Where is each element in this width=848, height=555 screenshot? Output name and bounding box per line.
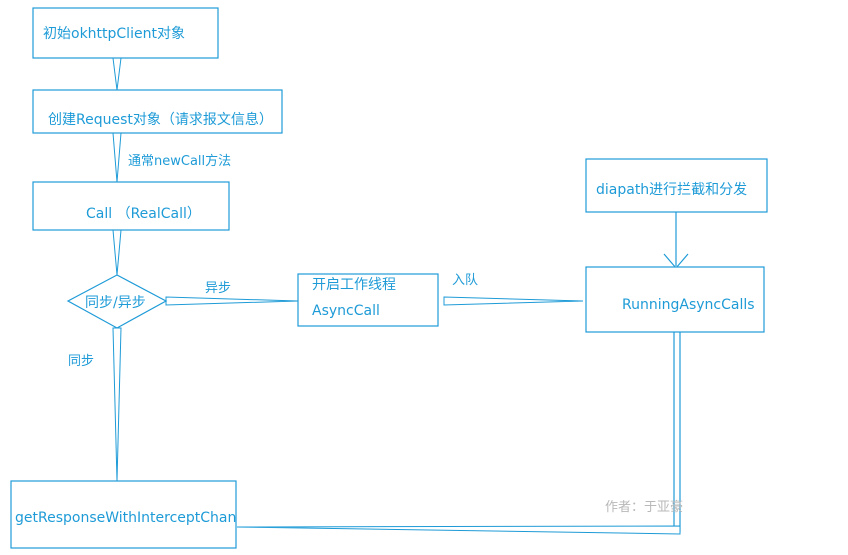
edge-label-sync: 同步 (68, 354, 94, 369)
node-sync-async-decision: 同步/异步 (66, 274, 168, 329)
node-label: Call （RealCall） (86, 206, 201, 222)
author-watermark: 作者：于亚豪 (605, 499, 683, 515)
node-box (585, 158, 768, 213)
node-label: diapath进行拦截和分发 (596, 182, 747, 198)
node-box (32, 89, 283, 134)
node-box (32, 181, 230, 231)
node-label: 同步/异步 (85, 295, 146, 311)
edge-label-new-call: 通常newCall方法 (128, 153, 231, 169)
arrow-request-to-call (112, 132, 122, 183)
node-running-async-calls: RunningAsyncCalls (585, 266, 765, 333)
node-box (297, 273, 439, 327)
node-label: getResponseWithInterceptChan (15, 510, 236, 526)
arrow-decision-to-response (112, 327, 122, 482)
node-get-response: getResponseWithInterceptChan (10, 480, 237, 549)
node-label-line1: 开启工作线程 (312, 277, 396, 293)
edge-label-enqueue: 入队 (452, 273, 478, 288)
node-async-call: 开启工作线程 AsyncCall (297, 273, 439, 327)
arrow-asynccall-to-running (443, 296, 584, 306)
decision-diamond (66, 274, 168, 329)
arrow-init-to-request (112, 57, 122, 91)
edge-label-async: 异步 (205, 281, 231, 296)
node-box (10, 480, 237, 549)
node-diapath: diapath进行拦截和分发 (585, 158, 768, 213)
node-box (32, 7, 219, 59)
arrow-call-to-decision (112, 229, 122, 276)
node-label-line2: AsyncCall (312, 303, 380, 319)
node-create-request: 创建Request对象（请求报文信息） (32, 89, 283, 134)
arrow-decision-to-asynccall (165, 296, 299, 306)
node-label: 初始okhttpClient对象 (43, 25, 185, 42)
arrow-running-to-response (236, 525, 681, 535)
node-box (585, 266, 765, 333)
node-init-client: 初始okhttpClient对象 (32, 7, 219, 59)
node-label: 创建Request对象（请求报文信息） (48, 111, 273, 128)
node-label: RunningAsyncCalls (622, 297, 755, 313)
node-call: Call （RealCall） (32, 181, 230, 231)
